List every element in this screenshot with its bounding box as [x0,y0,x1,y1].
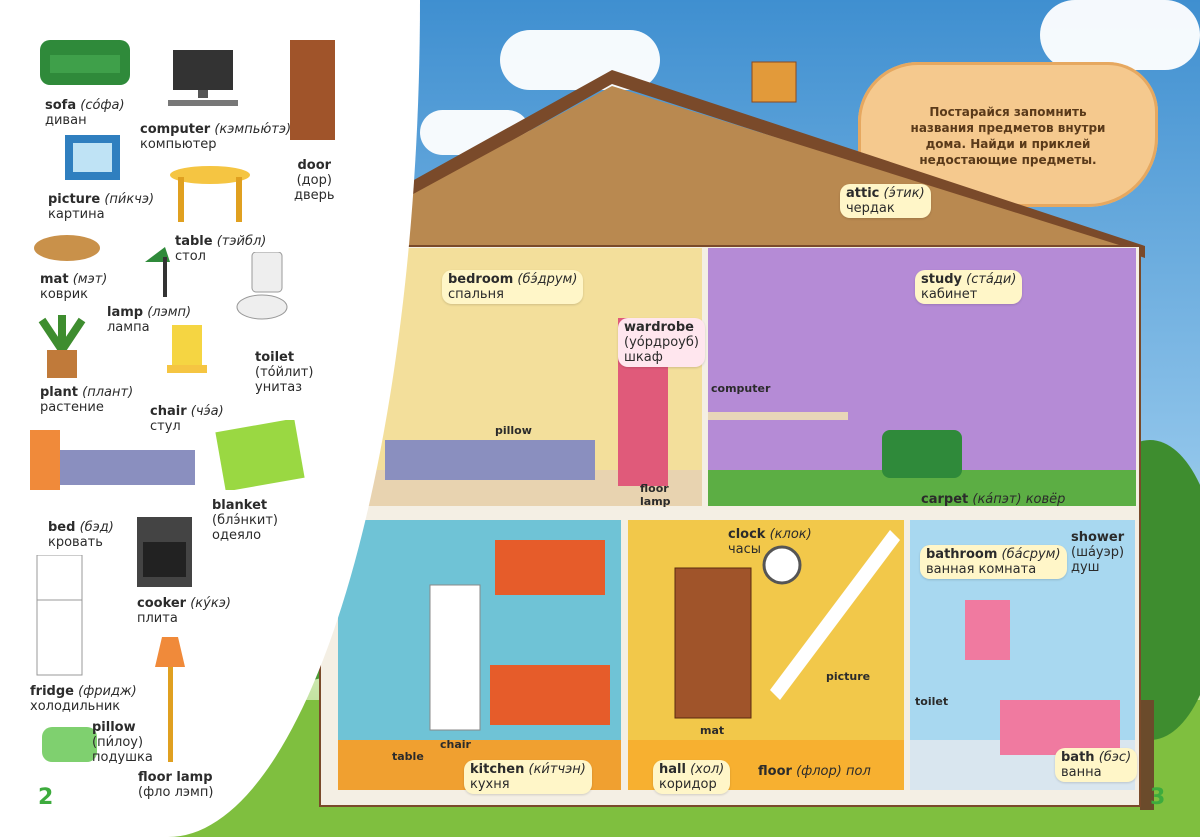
bathtub [1000,700,1120,755]
tree-trunk [1140,700,1154,810]
vocab-cooker: cooker (ку́кэ)плита [137,596,231,626]
note-text: Постарайся запомнить названия предметов … [910,105,1106,167]
bed-icon [30,430,195,490]
door-icon [290,40,335,140]
stairs [770,530,900,700]
vocab-plant: plant (плант)растение [40,385,134,415]
kitchen-cabinets [495,540,605,595]
vocab-lamp: lamp (лэмп)лампа [107,305,192,335]
bedroom-bed [385,440,595,480]
tag-picture: picture [826,670,871,683]
label-bath: bath (бэс)ванна [1055,748,1138,782]
vocab-table: table (тэйбл)стол [175,234,267,264]
tag-mat: mat [700,724,725,737]
hall-clock [762,545,802,585]
label-wardrobe: wardrobe(уо́рдроуб)шкаф [618,318,705,367]
blanket-icon [215,420,305,490]
study-sofa [882,430,962,478]
vocab-chair: chair (чэ́а)стул [150,404,224,434]
tag-toilet: toilet [915,695,949,708]
label-bedroom: bedroom (бэ́друм)спальня [442,270,584,304]
pillow-icon [42,727,97,762]
tag-computer: computer [711,382,771,395]
tag-floor-lamp: floor lamp [640,482,671,508]
label-bathroom: bathroom (ба́срум)ванная комната [920,545,1067,579]
label-attic: attic (э́тик)чердак [840,184,931,218]
study-desk [708,412,848,420]
sofa-icon [40,40,130,85]
label-carpet: carpet (ка́пэт) ковёр [921,492,1066,507]
picture-icon [65,135,120,180]
vocab-floor-lamp: floor lamp(фло лэмп) [138,770,214,800]
label-floor: floor (флор) пол [758,764,871,779]
label-clock: clock (клок)часы [728,527,812,557]
tag-pillow: pillow [495,424,532,437]
vocab-blanket: blanket(блэ́нкит)одеяло [212,498,278,543]
kitchen-fridge [429,584,481,731]
tag-table: table [392,750,424,763]
label-study: study (ста́ди)кабинет [915,270,1023,304]
table-icon [170,166,250,222]
cloud [1040,0,1200,70]
computer-icon [168,50,238,106]
vocab-pillow: pillow(пи́лоу)подушка [92,720,153,765]
tag-chair: chair [440,738,471,751]
roof [295,70,1145,258]
vocab-picture: picture (пи́кчэ)картина [48,192,155,222]
vocab-bed: bed (бэд)кровать [48,520,114,550]
vocab-computer: computer (кэмпью́тэ)компьютер [140,122,292,152]
fridge-icon [36,555,83,676]
bath-sink [965,600,1010,660]
label-shower: shower(ша́уэр)душ [1071,530,1125,575]
label-kitchen: kitchen (ки́тчэн)кухня [464,760,592,794]
chair-icon [167,325,207,373]
plant-icon [38,315,86,378]
chimney [751,61,797,103]
kitchen-counter [490,665,610,725]
hall-door [674,567,752,719]
vocab-toilet: toilet(то́йлит)унитаз [255,350,314,395]
vocab-fridge: fridge (фридж)холодильник [30,684,137,714]
label-hall: hall (хол)коридор [653,760,731,794]
vocab-sofa: sofa (со́фа)диван [45,98,125,128]
floor-lamp-icon [155,637,185,762]
toilet-icon [236,252,288,320]
cooker-icon [137,517,192,587]
vocab-mat: mat (мэт)коврик [40,272,108,302]
mat-icon [34,235,100,261]
vocab-door: door(дор)дверь [294,158,335,203]
page-number-right: 3 [1150,785,1166,810]
page-number-left: 2 [38,785,54,810]
lamp-icon [145,247,170,297]
